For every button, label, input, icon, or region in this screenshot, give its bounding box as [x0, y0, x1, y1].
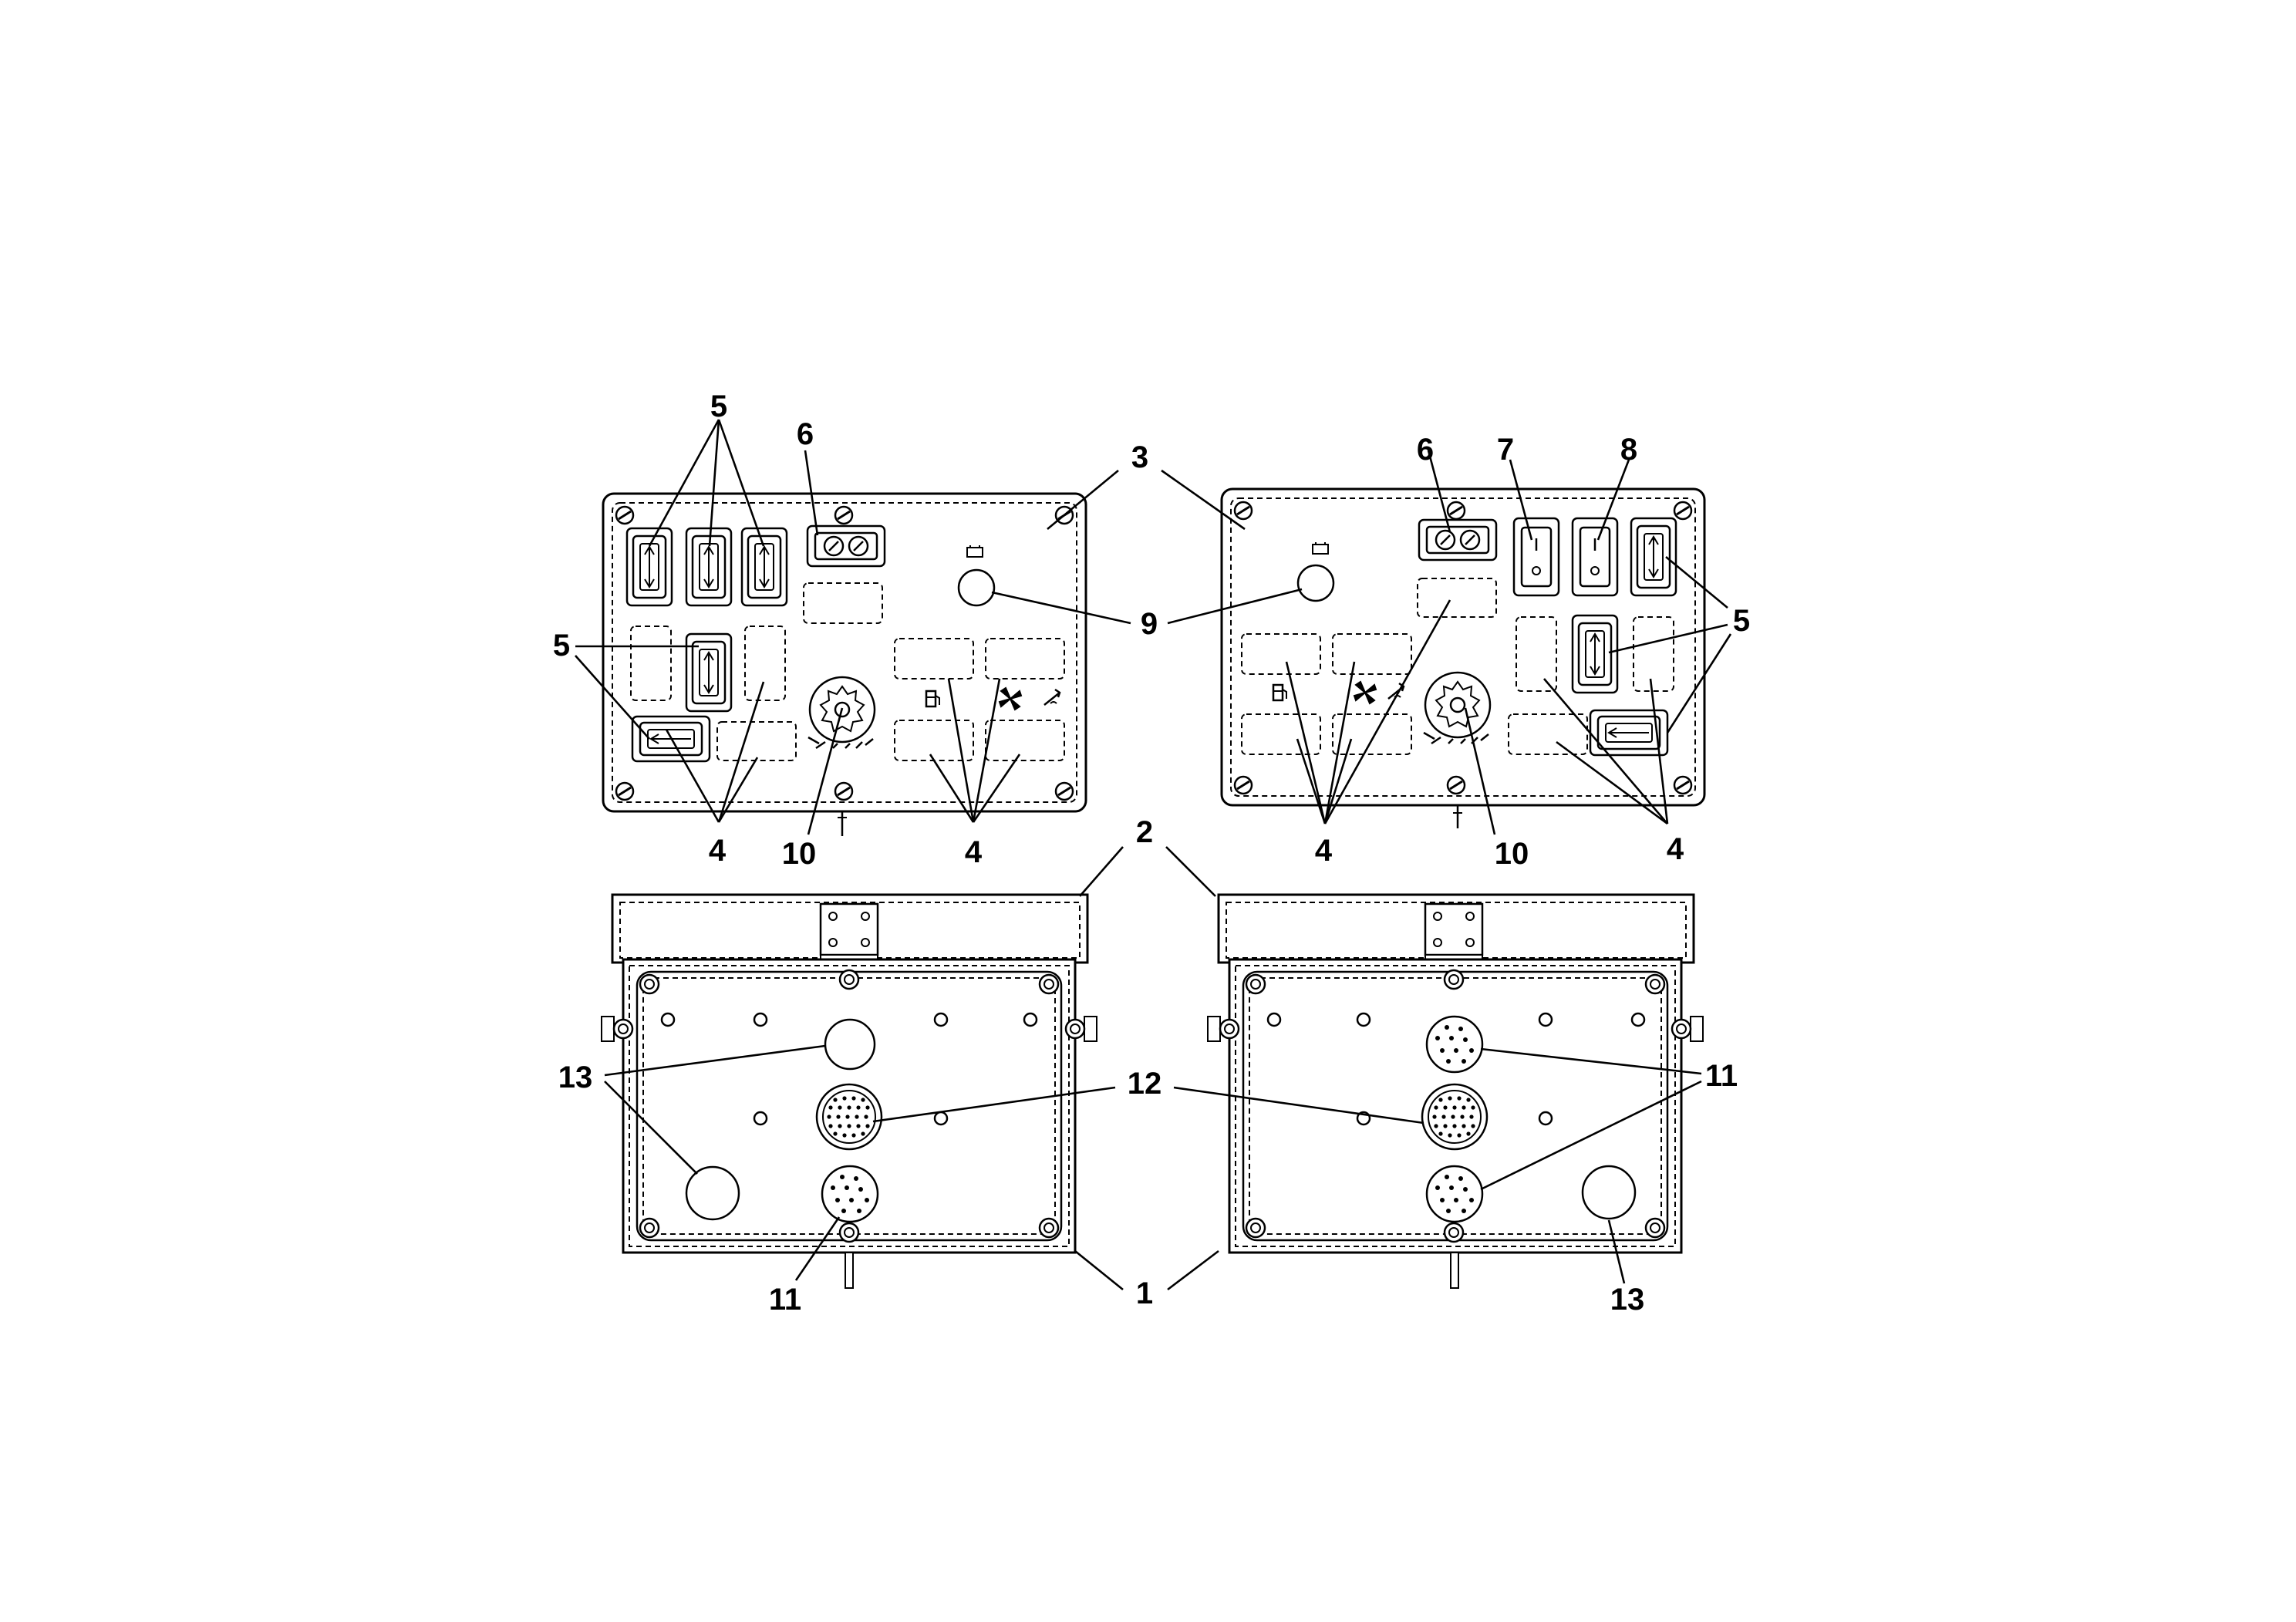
- blank-slot: [1515, 616, 1557, 692]
- rocker-switch[interactable]: [1571, 614, 1619, 694]
- screw-icon: [1054, 781, 1074, 801]
- screw-icon: [1233, 775, 1253, 795]
- blank-slot: [894, 638, 974, 679]
- bolt-icon: [639, 973, 660, 995]
- screw-icon: [1673, 501, 1693, 521]
- left-control-box-rear: [601, 893, 1097, 1289]
- blank-slot: [1633, 616, 1674, 692]
- blank-slot: [1332, 633, 1412, 675]
- battery-warning-lamp: [957, 568, 996, 607]
- right-control-panel-front: [1220, 487, 1706, 828]
- bolt-icon: [1443, 969, 1465, 990]
- bolt-icon: [1644, 1217, 1666, 1239]
- screw-icon: [1673, 775, 1693, 795]
- callout-13: 13: [1610, 1283, 1645, 1317]
- bolt-icon: [838, 1222, 860, 1243]
- callout-3: 3: [1131, 440, 1148, 474]
- blanking-plug: [1581, 1165, 1637, 1220]
- left-control-panel-front: [602, 492, 1087, 836]
- callout-5: 5: [553, 629, 570, 663]
- blank-slot: [1241, 713, 1321, 755]
- blank-slot: [1417, 578, 1497, 618]
- blank-slot: [716, 721, 797, 761]
- callout-8: 8: [1620, 433, 1637, 467]
- dual-indicator-switch[interactable]: [1418, 518, 1498, 561]
- connector: [821, 1165, 879, 1223]
- callout-4: 4: [1667, 832, 1684, 866]
- callout-6: 6: [797, 417, 814, 451]
- callout-10: 10: [782, 837, 817, 871]
- blank-slot: [1508, 713, 1588, 755]
- callout-1: 1: [1136, 1276, 1153, 1310]
- blank-slot: [630, 626, 672, 701]
- screw-icon: [1446, 501, 1466, 521]
- callout-4: 4: [1315, 834, 1333, 868]
- blanking-plug: [824, 1018, 876, 1071]
- rocker-switch[interactable]: [625, 527, 673, 607]
- screw-icon: [834, 781, 854, 801]
- callout-labels: 5 6 3 5 9 4 10 4 6 7 8 5 4 10 4 2 13 12 …: [553, 389, 1750, 1317]
- callout-5: 5: [710, 389, 727, 423]
- bolt-icon: [612, 1018, 634, 1040]
- bolt-icon: [1038, 1217, 1060, 1239]
- connector: [1425, 1165, 1484, 1223]
- callout-11: 11: [1705, 1059, 1738, 1093]
- blank-slot: [985, 638, 1065, 679]
- screw-icon: [1446, 775, 1466, 795]
- dual-indicator-switch[interactable]: [806, 524, 886, 568]
- bolt-icon: [1443, 1222, 1465, 1243]
- bolt-icon: [838, 969, 860, 990]
- bolt-icon: [1644, 973, 1666, 995]
- blanking-plug: [685, 1165, 740, 1221]
- callout-11: 11: [769, 1283, 801, 1317]
- callout-4: 4: [709, 834, 727, 868]
- blank-slot: [744, 626, 786, 701]
- blank-slot: [985, 720, 1065, 761]
- rocker-switch[interactable]: [740, 527, 788, 607]
- callout-7: 7: [1497, 433, 1514, 467]
- on-off-switch[interactable]: [1571, 517, 1619, 597]
- connector: [1425, 1015, 1484, 1074]
- bolt-icon: [1064, 1018, 1086, 1040]
- rocker-switch[interactable]: [685, 527, 733, 607]
- callout-10: 10: [1495, 837, 1529, 871]
- callout-12: 12: [1128, 1067, 1162, 1101]
- screw-icon: [615, 781, 635, 801]
- leader-lines: [575, 419, 1732, 1291]
- callout-4: 4: [965, 835, 983, 869]
- callout-2: 2: [1136, 815, 1153, 849]
- callout-5: 5: [1733, 604, 1750, 638]
- right-control-box-rear: [1207, 893, 1704, 1289]
- rocker-switch[interactable]: [1630, 517, 1677, 597]
- multi-pin-connector: [815, 1083, 883, 1151]
- callout-6: 6: [1417, 433, 1434, 467]
- bolt-icon: [1245, 973, 1266, 995]
- screw-icon: [615, 505, 635, 525]
- blank-slot: [803, 582, 883, 624]
- screw-icon: [1233, 501, 1253, 521]
- battery-warning-lamp: [1296, 564, 1335, 602]
- on-off-switch[interactable]: [1512, 517, 1560, 597]
- blank-slot: [1241, 633, 1321, 675]
- bolt-icon: [1671, 1018, 1692, 1040]
- multi-pin-connector: [1421, 1083, 1489, 1151]
- bolt-icon: [1219, 1018, 1240, 1040]
- bolt-icon: [639, 1217, 660, 1239]
- callout-13: 13: [558, 1061, 593, 1094]
- bolt-icon: [1038, 973, 1060, 995]
- blank-slot: [1332, 713, 1412, 755]
- callout-9: 9: [1141, 607, 1158, 641]
- bolt-icon: [1245, 1217, 1266, 1239]
- screw-icon: [834, 505, 854, 525]
